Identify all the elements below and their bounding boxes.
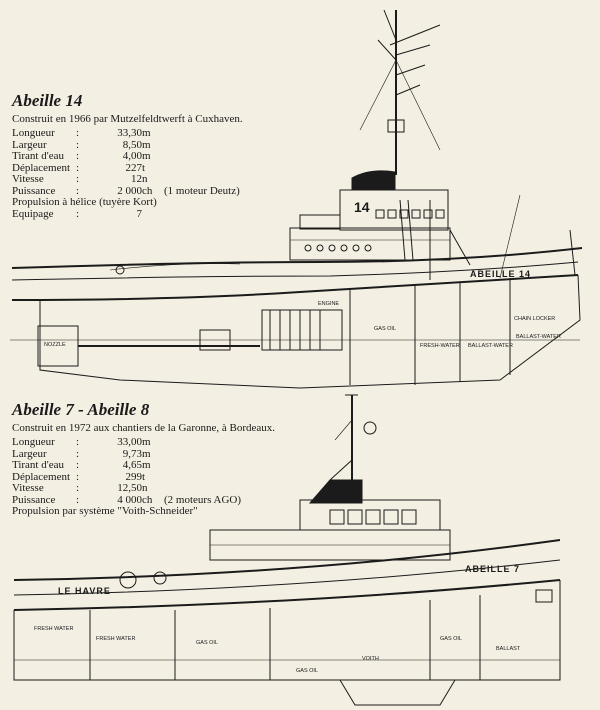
spec-row-width: Largeur : 8,50 m: [12, 138, 151, 151]
abeille-14-chain-locker-label: CHAIN LOCKER: [514, 316, 555, 322]
abeille-14-crew-row: Equipage : 7: [12, 207, 142, 220]
abeille-7-profile-drawing: LE HAVRE ABEILLE 7 FRESH WATER FRESH WAT…: [13, 394, 561, 706]
abeille-7-wheelhouse-windows: [329, 509, 417, 525]
abeille-14-fresh-water-label: FRESH-WATER: [420, 343, 460, 349]
abeille-14-wheelhouse-windows: [375, 209, 445, 219]
abeille-14-engine-label: ENGINE: [318, 301, 339, 307]
spec-row-length: Longueur : 33,00 m: [12, 436, 151, 448]
spec-row-draught: Tirant d'eau : 4,00 m: [12, 150, 151, 162]
spec-row-displacement: Déplacement : 299 t: [12, 470, 146, 483]
spec-row-width: Largeur : 9,73 m: [12, 447, 151, 460]
spec-row-displacement: Déplacement : 227 t: [12, 161, 146, 174]
abeille-7-voith-label: VOITH: [362, 656, 379, 662]
spec-row-power: Puissance : 4 000 ch (2 moteurs AGO): [12, 493, 241, 506]
abeille-14-nozzle-label: NOZZLE: [44, 342, 66, 348]
abeille-14-propulsion: Propulsion à hélice (tuyère Kort): [12, 196, 157, 208]
abeille-14-engine: [261, 309, 343, 351]
spec-row-draught: Tirant d'eau : 4,65 m: [12, 459, 151, 471]
abeille-14-hull-name: ABEILLE 14: [470, 269, 531, 279]
abeille-7-fresh-water-label-1: FRESH WATER: [34, 626, 73, 632]
abeille-7-spec-table: Longueur : 33,00 m Largeur : 9,73 m Tira…: [12, 436, 241, 506]
abeille-7-title: Abeille 7 - Abeille 8: [12, 400, 150, 419]
abeille-14-spec-block: Abeille 14 Construit en 1966 par Mutzelf…: [12, 91, 243, 220]
abeille-7-subtitle: Construit en 1972 aux chantiers de la Ga…: [12, 422, 276, 434]
abeille-14-profile-drawing: 14 ABEILLE 14: [10, 9, 583, 389]
abeille-7-gas-oil-label-2: GAS OIL: [440, 636, 462, 642]
abeille-7-gas-oil-label-1: GAS OIL: [196, 640, 218, 646]
abeille-7-gas-oil-label-3: GAS OIL: [296, 668, 318, 674]
spec-row-speed: Vitesse : 12 n: [12, 173, 148, 185]
abeille-14-number-label: 14: [354, 199, 370, 215]
abeille-7-home-port: LE HAVRE: [58, 586, 111, 596]
abeille-7-fresh-water-label-2: FRESH WATER: [96, 636, 135, 642]
abeille-14-subtitle: Construit en 1966 par Mutzelfeldtwerft à…: [12, 113, 243, 125]
abeille-7-hull-name: ABEILLE 7: [465, 564, 520, 574]
abeille-7-ballast-label: BALLAST: [496, 646, 521, 652]
abeille-14-ballast-water-label-2: BALLAST-WATER: [516, 334, 561, 340]
spec-row-speed: Vitesse : 12,50 n: [12, 482, 148, 494]
abeille-14-ballast-water-label-1: BALLAST-WATER: [468, 343, 513, 349]
spec-row-length: Longueur : 33,30 m: [12, 127, 151, 139]
abeille-14-title: Abeille 14: [12, 91, 83, 110]
abeille-7-propulsion: Propulsion par système "Voith-Schneider": [12, 505, 198, 517]
spec-row-power: Puissance : 2 000 ch (1 moteur Deutz): [12, 184, 240, 197]
abeille-14-spec-table: Longueur : 33,30 m Largeur : 8,50 m Tira…: [12, 127, 240, 197]
abeille-7-spec-block: Abeille 7 - Abeille 8 Construit en 1972 …: [12, 400, 275, 518]
abeille-14-gas-oil-label: GAS OIL: [374, 326, 396, 332]
